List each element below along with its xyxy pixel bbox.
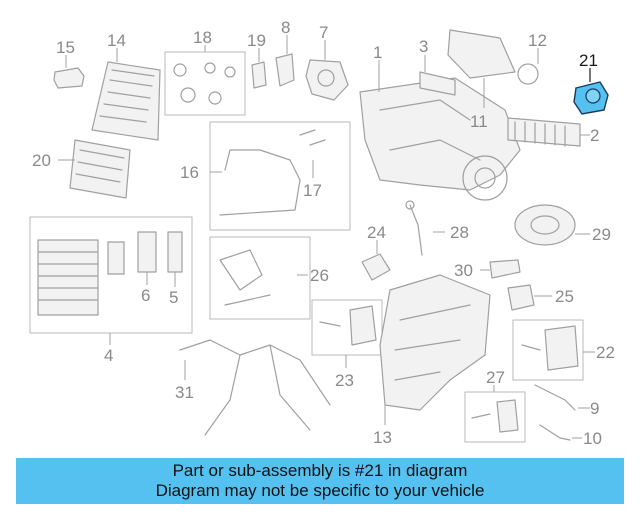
callout-12: 12 (528, 31, 547, 50)
part-23-shape (349, 305, 377, 346)
callout-3: 3 (419, 37, 428, 56)
callout-10: 10 (583, 429, 602, 448)
part-8-shape (275, 53, 295, 87)
callout-29: 29 (592, 225, 611, 244)
callout-27: 27 (486, 368, 505, 387)
banner-line-1: Part or sub-assembly is #21 in diagram (172, 461, 468, 480)
group-box-23 (311, 299, 383, 356)
part-20-shape (69, 139, 131, 199)
info-banner: Part or sub-assembly is #21 in diagram D… (16, 458, 624, 504)
callout-17: 17 (303, 181, 322, 200)
callout-15: 15 (56, 38, 75, 57)
part-25-shape (507, 284, 535, 311)
part-26-shape (219, 249, 271, 306)
part-7-shape (305, 59, 349, 101)
callout-7: 7 (319, 23, 328, 42)
part-29-blower (514, 204, 576, 246)
callout-16: 16 (180, 163, 199, 182)
callout-11: 11 (470, 112, 488, 131)
callout-2: 2 (590, 126, 599, 145)
part-28-rod (409, 204, 423, 256)
callout-9: 9 (590, 399, 599, 418)
callout-5: 5 (169, 288, 178, 307)
part-16-pipe (224, 149, 291, 171)
callout-21: 21 (579, 51, 598, 70)
part-3-shape (419, 71, 456, 96)
part-15-shape (53, 67, 85, 89)
callout-14: 14 (107, 31, 126, 50)
part-19-shape (251, 61, 267, 89)
callout-1: 1 (373, 43, 382, 62)
part-31-harness (179, 339, 331, 436)
callout-6: 6 (141, 286, 150, 305)
callout-28: 28 (450, 223, 469, 242)
part-9-shape (534, 384, 576, 411)
part-2-filter (507, 117, 581, 147)
banner-line-2: Diagram may not be specific to your vehi… (155, 481, 485, 500)
callout-31: 31 (175, 383, 194, 402)
callout-26: 26 (310, 266, 329, 285)
callout-22: 22 (596, 343, 615, 362)
callout-20: 20 (32, 151, 51, 170)
group-box-16-17 (209, 121, 351, 231)
part-24-shape (361, 253, 391, 281)
group-box-22 (512, 319, 584, 381)
callout-24: 24 (367, 223, 386, 242)
group-box-26 (209, 236, 311, 320)
part-30-shape (489, 259, 521, 279)
part-22-shape (544, 325, 579, 371)
group-box-27 (464, 391, 526, 443)
callout-4: 4 (104, 346, 113, 365)
parts-diagram: 1 2 3 4 5 6 7 8 9 10 11 12 13 14 15 16 1… (29, 18, 615, 448)
callout-30: 30 (454, 261, 473, 280)
part-27-shape (496, 399, 519, 433)
callout-13: 13 (373, 428, 392, 447)
part-14-shape (91, 61, 161, 141)
part-4-core (37, 239, 99, 316)
part-1-housing (359, 77, 521, 191)
group-box-18 (164, 51, 246, 116)
part-13-housing (379, 274, 491, 411)
callout-23: 23 (335, 371, 354, 390)
part-11-shape (447, 29, 516, 79)
group-box-4 (29, 216, 193, 334)
callout-18: 18 (193, 28, 212, 47)
callout-25: 25 (555, 287, 574, 306)
part-10-shape (539, 424, 571, 441)
callout-8: 8 (281, 18, 290, 37)
callout-19: 19 (247, 31, 266, 50)
